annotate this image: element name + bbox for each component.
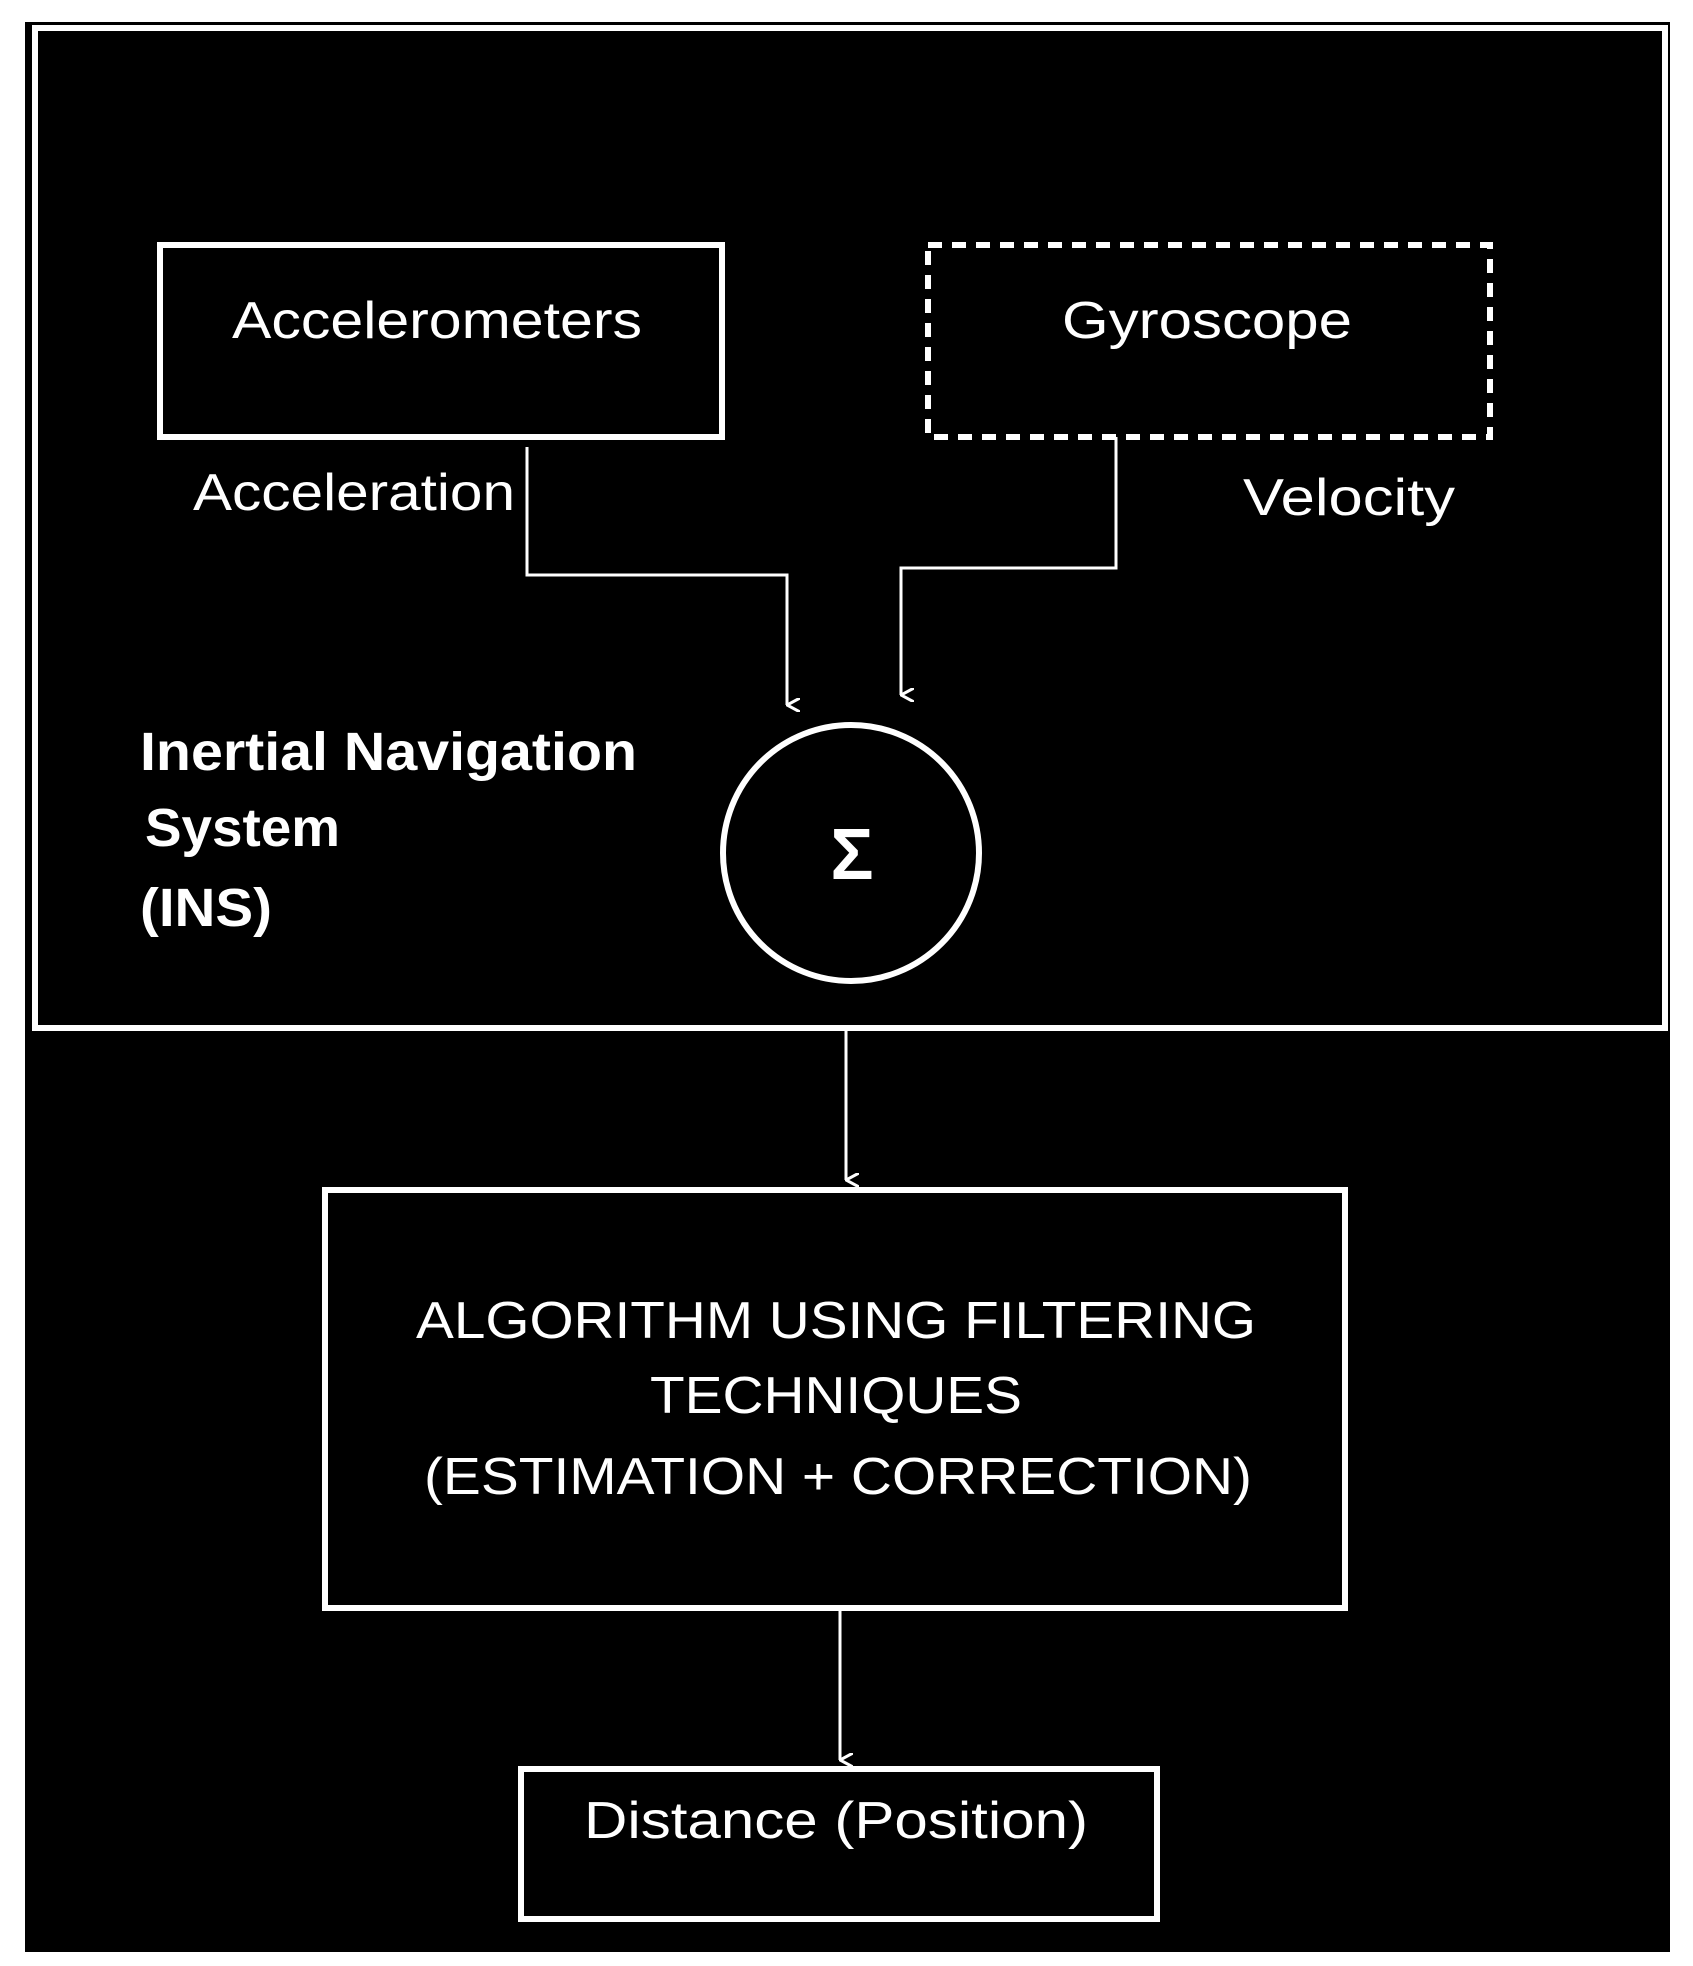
ins-label-line3: (INS) [140, 878, 272, 938]
gyroscope-label: Gyroscope [1062, 292, 1352, 350]
diagram-background [25, 22, 1670, 1952]
gyroscope-box [925, 242, 1493, 440]
summation-node [720, 722, 982, 984]
accelerometers-box [157, 242, 725, 440]
accelerometers-to-sum-arrow [525, 447, 787, 705]
algorithm-box [322, 1187, 1348, 1611]
distance-box [518, 1766, 1160, 1922]
ins-group-frame [32, 25, 1668, 1031]
summation-symbol: Σ [830, 815, 873, 895]
velocity-label: Velocity [1243, 469, 1455, 527]
accelerometers-label: Accelerometers [232, 292, 642, 350]
algorithm-label-line3: (ESTIMATION + CORRECTION) [424, 1448, 1252, 1506]
ins-label-line2: System [145, 798, 340, 858]
acceleration-label: Acceleration [193, 464, 515, 522]
ins-label-line1: Inertial Navigation [140, 722, 637, 782]
gyroscope-to-sum-arrow [899, 437, 1118, 695]
algorithm-label-line2: TECHNIQUES [650, 1367, 1022, 1425]
algorithm-label-line1: ALGORITHM USING FILTERING [416, 1292, 1256, 1350]
distance-label: Distance (Position) [584, 1792, 1088, 1850]
